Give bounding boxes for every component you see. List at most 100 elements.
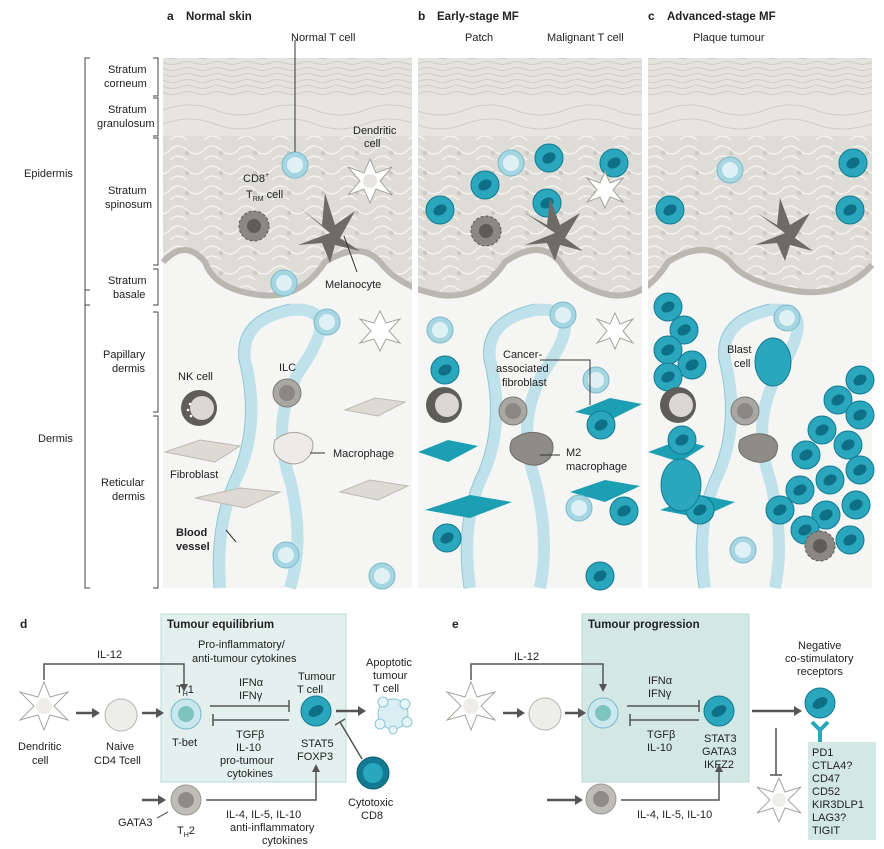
- cyto-label-1: Cytotoxic: [348, 797, 394, 809]
- ilc-cell: [730, 396, 760, 426]
- cd8-inhibition: [334, 718, 363, 760]
- blood-vessel-b: [461, 303, 572, 590]
- normal-t-cell: [565, 494, 593, 522]
- panel-b-title: Early-stage MF: [437, 11, 519, 23]
- d-naive-label-2: CD4 Tcell: [94, 755, 141, 767]
- normal-t-cell: [313, 308, 341, 336]
- e-tgfb-label: TGFβ: [647, 729, 675, 741]
- ilc-label: ILC: [279, 362, 296, 374]
- stratum-spinosum-layer: [163, 136, 872, 296]
- blast-label-2: cell: [734, 358, 751, 370]
- ilc-cell: [498, 396, 528, 426]
- d-tgfb-label: TGFβ: [236, 729, 264, 741]
- receptor-item: KIR3DLP1: [812, 799, 864, 811]
- d-naive-label-1: Naive: [106, 741, 134, 753]
- normal-t-cell: [281, 151, 309, 179]
- stat5-label: STAT5: [301, 738, 334, 750]
- panel-d-il12-label: IL-12: [97, 649, 122, 661]
- panel-e-letter: e: [452, 617, 459, 631]
- panel-c-title: Advanced-stage MF: [667, 11, 776, 23]
- blast-label-1: Blast: [727, 344, 751, 356]
- e-naive-cd4-cell: [528, 697, 562, 731]
- d-ifna-label: IFNα: [239, 677, 264, 689]
- basale-label-2: basale: [113, 289, 145, 301]
- normal-t-cell: [272, 541, 300, 569]
- stratum-granulosum-layer: [163, 96, 872, 136]
- blood-vessel-edges: [212, 303, 771, 589]
- blood-vessel-label-1: Blood: [176, 527, 207, 539]
- fibroblast-cell: [194, 487, 282, 509]
- panel-e-title: Tumour progression: [588, 619, 700, 631]
- malignant-t-cell-label: Malignant T cell: [547, 32, 624, 44]
- gata3-d-label: GATA3: [118, 817, 152, 829]
- basement-membrane: [160, 247, 875, 299]
- dendritic-label-2: cell: [364, 138, 381, 150]
- foxp3-label: FOXP3: [297, 751, 333, 763]
- melanocyte-cell: [525, 198, 583, 261]
- th1-label: TH1: [176, 684, 194, 698]
- receptor-item: PD1: [812, 747, 833, 759]
- receptor-item: CD47: [812, 773, 840, 785]
- anti-label-2: cytokines: [262, 835, 308, 847]
- pro-label-1: Pro-inflammatory/: [198, 639, 286, 651]
- protumour-label-1: pro-tumour: [220, 755, 274, 767]
- apop-label-2: tumour: [373, 670, 408, 682]
- cd8-label: CD8+: [243, 172, 269, 185]
- d-dendritic-cell: [18, 680, 70, 732]
- melanocyte-cell: [298, 193, 360, 263]
- granulosum-label-2: granulosum: [97, 118, 154, 130]
- protumour-label-2: cytokines: [227, 768, 273, 780]
- panel-e: e Tumour progression IL-12 IFNα IFNγ TGF…: [445, 613, 876, 840]
- cd8-trm-cell: [470, 215, 502, 247]
- caf-label-2: associated: [496, 363, 549, 375]
- normal-t-cell-label: Normal T cell: [291, 32, 355, 44]
- corneum-label-2: corneum: [104, 78, 147, 90]
- panel-e-il12-label: IL-12: [514, 651, 539, 663]
- normal-t-cell: [582, 366, 610, 394]
- fibroblast-label: Fibroblast: [170, 469, 218, 481]
- stratum-corneum-layer: [163, 58, 872, 96]
- epidermis-label: Epidermis: [24, 168, 73, 180]
- macrophage-label: Macrophage: [333, 448, 394, 460]
- normal-t-cell: [729, 536, 757, 564]
- skin-panels: [160, 40, 875, 590]
- receptor-item: CD52: [812, 786, 840, 798]
- receptor-item: CTLA4?: [812, 760, 852, 772]
- e-gata3-label: GATA3: [702, 746, 736, 758]
- panel-d: d Tumour equilibrium IL-12 Pro-inflammat…: [18, 613, 413, 847]
- dendritic-cell: [358, 309, 402, 353]
- pro-label-2: anti-tumour cytokines: [192, 653, 297, 665]
- d-il10-label: IL-10: [236, 742, 261, 754]
- caf-cell: [418, 440, 478, 462]
- leader-lines: [225, 40, 591, 543]
- reticular-label-2: dermis: [112, 491, 146, 503]
- dendritic-cell: [585, 170, 625, 210]
- ilc-cell: [272, 378, 302, 408]
- ifn-inhibition: [210, 700, 290, 712]
- panel-b-letter: b: [418, 9, 425, 23]
- apop-label-3: T cell: [373, 683, 399, 695]
- receptor-item: TIGIT: [812, 825, 840, 837]
- melanocyte-cell: [755, 198, 813, 261]
- papillary-label-1: Papillary: [103, 349, 146, 361]
- cd8-trm-cell: [804, 530, 836, 562]
- fibroblast-cell: [343, 397, 407, 417]
- patch-label: Patch: [465, 32, 493, 44]
- panel-a-title: Normal skin: [186, 11, 252, 23]
- e-ifng-label: IFNγ: [648, 688, 672, 700]
- th2-to-tumour-arrow: [206, 770, 317, 801]
- anti-label-1: anti-inflammatory: [230, 822, 315, 834]
- panel-d-title: Tumour equilibrium: [167, 619, 274, 631]
- fibroblast-cell: [338, 479, 410, 501]
- normal-t-cell: [497, 149, 525, 177]
- tbet-label: T-bet: [172, 737, 197, 749]
- apop-label-1: Apoptotic: [366, 657, 412, 669]
- d-naive-cd4-cell: [104, 698, 138, 732]
- caf-cell: [570, 480, 640, 502]
- m2-label-1: M2: [566, 447, 581, 459]
- innate-cells: [181, 157, 836, 562]
- caf-label-1: Cancer-: [503, 349, 542, 361]
- melanocyte-label: Melanocyte: [325, 279, 381, 291]
